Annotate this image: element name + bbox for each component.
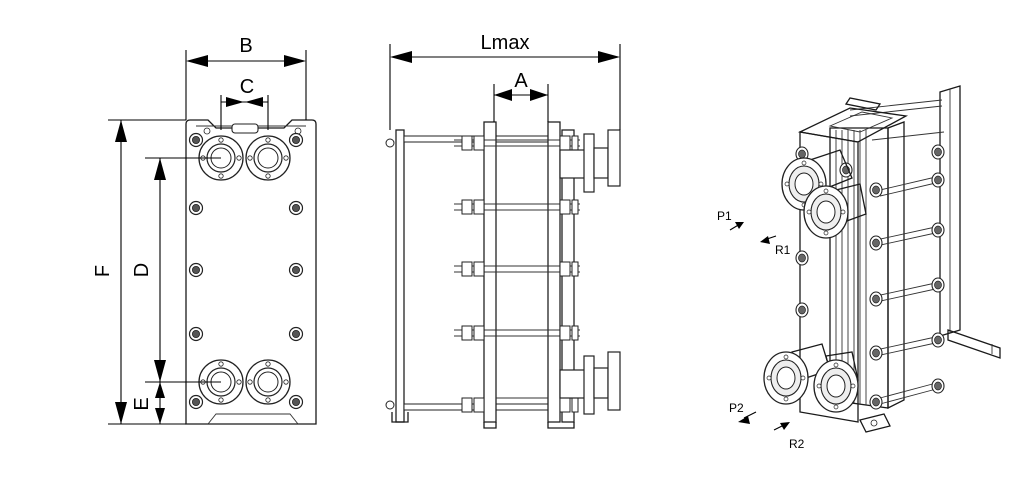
iso-flange-r2 bbox=[813, 359, 859, 413]
label-a: A bbox=[514, 70, 528, 92]
label-d: D bbox=[131, 263, 153, 277]
label-r2: R2 bbox=[789, 437, 805, 451]
label-b: B bbox=[239, 35, 252, 57]
flow-labels: P1 R1 P2 R2 bbox=[717, 209, 805, 451]
guide-slot bbox=[231, 123, 259, 134]
dimension-e: E bbox=[131, 382, 186, 425]
port-bottom-right bbox=[245, 359, 291, 405]
label-p2: P2 bbox=[729, 401, 744, 415]
label-lmax: Lmax bbox=[481, 32, 530, 54]
dimension-a: A bbox=[493, 70, 549, 122]
iso-flange-r1 bbox=[803, 185, 849, 239]
front-view bbox=[185, 119, 317, 425]
dimension-b: B bbox=[185, 35, 307, 120]
side-view bbox=[385, 121, 621, 429]
iso-flange-p2 bbox=[763, 351, 809, 405]
label-e: E bbox=[131, 397, 153, 410]
label-f: F bbox=[92, 265, 114, 277]
label-p1: P1 bbox=[717, 209, 732, 223]
dimension-d: D bbox=[131, 157, 221, 383]
dimension-f: F bbox=[92, 119, 186, 425]
label-r1: R1 bbox=[775, 243, 791, 257]
isometric-view bbox=[763, 85, 1001, 433]
label-c: C bbox=[240, 76, 254, 98]
dimension-lmax: Lmax bbox=[389, 32, 621, 130]
dimension-c: C bbox=[220, 76, 269, 130]
port-top-right bbox=[245, 135, 291, 181]
